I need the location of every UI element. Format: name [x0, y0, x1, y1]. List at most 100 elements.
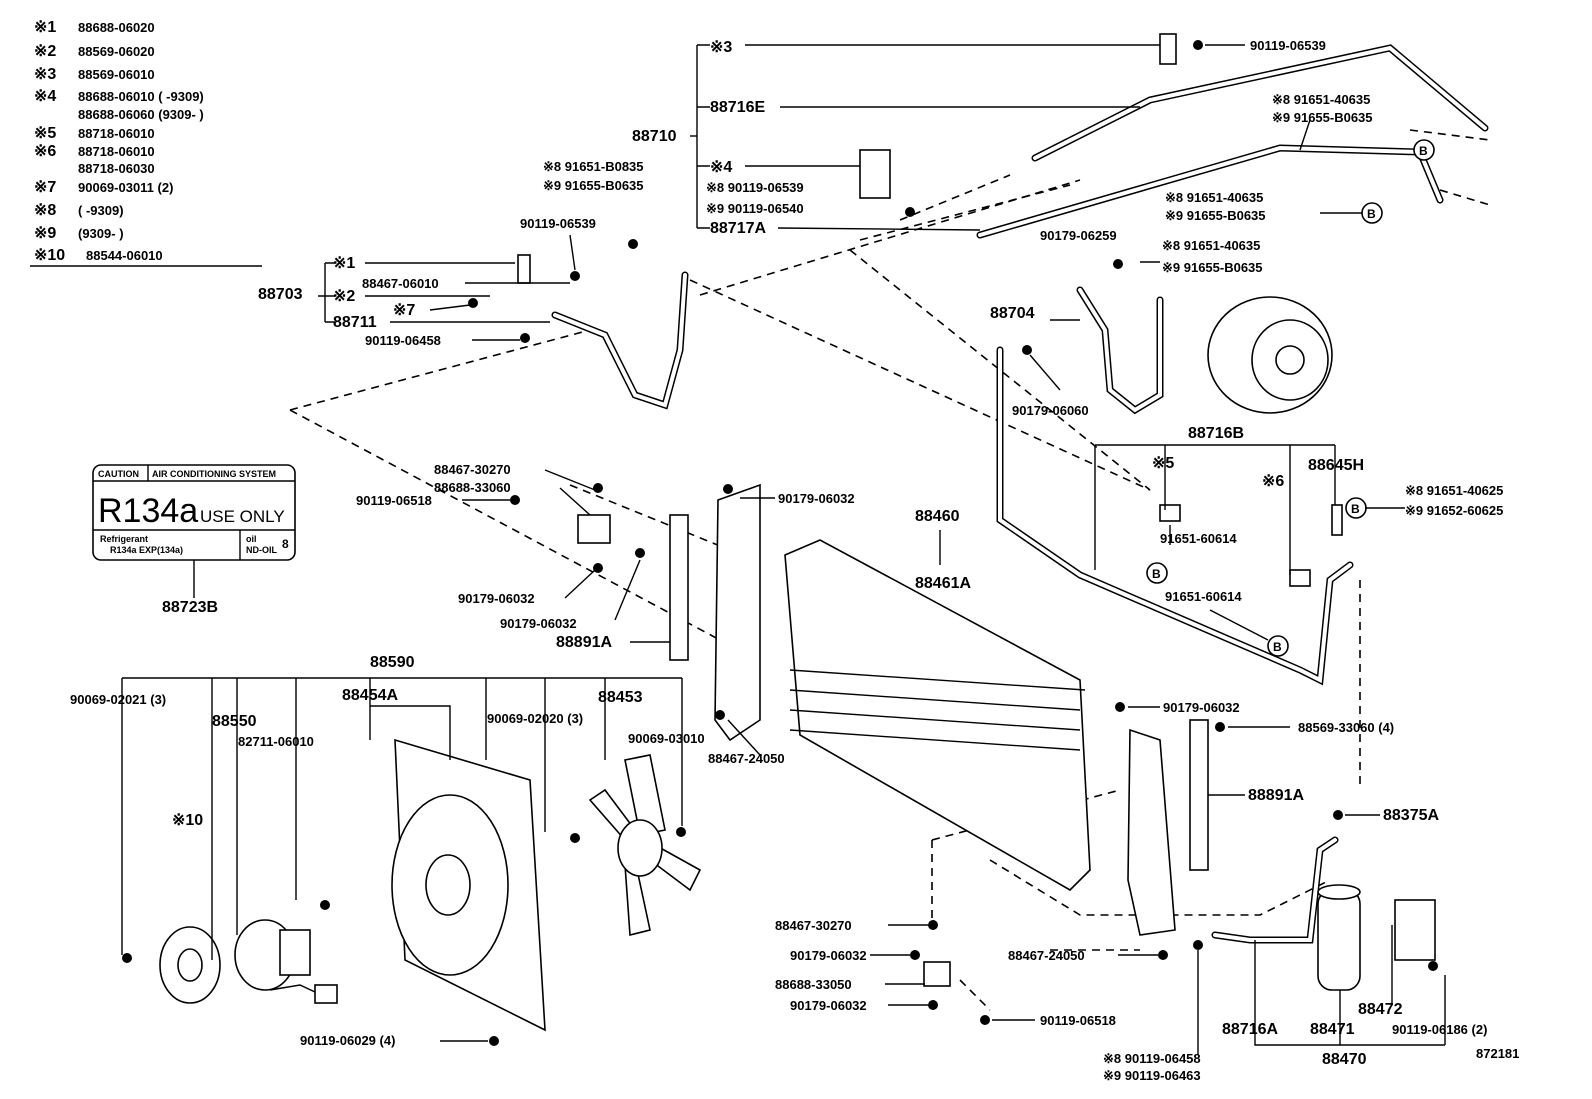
leader-88590: [121, 677, 683, 960]
legend-part-10: 88544-06010: [86, 248, 163, 263]
callout-90179-06032-a: 90179-06032: [458, 591, 535, 606]
legend-mark-10: ※10: [34, 247, 65, 264]
receiver-dryer-88471: [1317, 884, 1361, 991]
pipe-88716B-inner: [998, 348, 1352, 684]
pipe-88704-inner: [1078, 288, 1162, 413]
pipe-88716A-inner: [1213, 838, 1337, 942]
callout-88569-33060: 88569-33060 (4): [1298, 720, 1394, 735]
nut-90179-06032-f: [928, 1000, 938, 1010]
caution-oil-label: oil: [246, 534, 257, 544]
caution-use-only: USE ONLY: [200, 507, 285, 526]
dash-12: [989, 859, 1331, 916]
compressor: [1207, 296, 1333, 414]
legend-mark-6: ※6: [34, 143, 56, 160]
b-marker-4: [1267, 635, 1289, 657]
callout-88704: 88704: [990, 305, 1035, 322]
bolt-90119-06518-bot: [980, 1015, 990, 1025]
legend-part-9: (9309- ): [78, 226, 124, 241]
bolt-90119-06029: [489, 1036, 499, 1046]
callout-88467-24050-bot: 88467-24050: [1008, 948, 1085, 963]
clamp-88718-06030: [1289, 569, 1311, 587]
dash-8: [569, 484, 731, 551]
callout-90119-06029: 90119-06029 (4): [300, 1033, 395, 1048]
bracket-88688-06010: [859, 149, 891, 199]
callout-m9-91652-60625: ※9 91652-60625: [1405, 503, 1503, 518]
pipe-88716E-inner: [1033, 45, 1487, 160]
dryer-body: [1317, 889, 1361, 991]
b-marker-1-label: B: [1419, 144, 1428, 158]
nut-90179-06032-d: [1115, 702, 1125, 712]
callout-m8-91651-40635-a: ※8 91651-40635: [1272, 92, 1370, 107]
leader-m9-a: [1299, 119, 1311, 151]
nut-90179-06032-e: [910, 950, 920, 960]
dash-13: [1409, 129, 1491, 141]
caution-oil-value: ND-OIL: [246, 545, 277, 555]
b-marker-1: [1413, 139, 1435, 161]
fan-hub: [617, 819, 663, 877]
plug-88375A: [1333, 810, 1343, 820]
bolt-88569-33060: [1215, 722, 1225, 732]
callout-90119-06458-top: 90119-06458: [365, 333, 441, 348]
callout-88711: 88711: [333, 314, 377, 331]
leader-90179-06032-b: [614, 559, 641, 621]
leader-88688-33060: [559, 487, 591, 516]
callout-88891A-left: 88891A: [556, 634, 612, 651]
leader-m7: [429, 304, 471, 311]
callout-88467-06010: 88467-06010: [362, 276, 439, 291]
legend-mark-7: ※7: [34, 179, 56, 196]
callout-90179-06060: 90179-06060: [1012, 403, 1089, 418]
bolt-90119-06186: [1428, 961, 1438, 971]
bolt-90119-06539-top: [1193, 40, 1203, 50]
dash-15: [959, 979, 991, 1011]
legend: ※1 88688-06020 ※2 88569-06020 ※3 88569-0…: [30, 19, 262, 267]
callout-88467-30270-bot: 88467-30270: [775, 918, 852, 933]
callout-m9-90119-06463: ※9 90119-06463: [1103, 1068, 1201, 1083]
leader-lines: [121, 44, 1446, 1055]
callout-m10: ※10: [172, 812, 203, 829]
switch-88645H: [1331, 504, 1343, 536]
callout-m9-91655-B0635-d: ※9 91655-B0635: [543, 178, 644, 193]
callout-91651-60614-a: 91651-60614: [1160, 531, 1237, 546]
callout-88716A: 88716A: [1222, 1021, 1278, 1038]
bolt-88467-30270-bot: [928, 920, 938, 930]
b-marker-3: [1146, 562, 1168, 584]
leader-91651-60614-b: [1209, 609, 1269, 641]
callout-88471: 88471: [1310, 1021, 1355, 1038]
bolts: [122, 40, 1438, 1046]
callout-90069-02021: 90069-02021 (3): [70, 692, 166, 707]
support-88891A-left: [669, 514, 689, 661]
motor-wire: [269, 984, 316, 993]
b-marker-4-label: B: [1273, 640, 1282, 654]
mount-88467-24050-bot: [1158, 950, 1168, 960]
motor-connector: [314, 984, 338, 1004]
leader-90179-06032-a: [564, 569, 596, 599]
caution-header-right: AIR CONDITIONING SYSTEM: [152, 469, 276, 479]
leader-88454A: [370, 705, 451, 760]
callout-88453: 88453: [598, 689, 643, 706]
bolt-90069-02021: [122, 953, 132, 963]
bolt-90179-06259: [1113, 259, 1123, 269]
caution-header-left: CAUTION: [98, 469, 139, 479]
nut-90179-06032-a: [593, 563, 603, 573]
callout-90179-06032-f: 90179-06032: [790, 998, 867, 1013]
callout-88703: 88703: [258, 286, 303, 303]
caution-label: CAUTION AIR CONDITIONING SYSTEM R134a US…: [92, 464, 296, 616]
condenser-fins: [789, 669, 1086, 751]
dash-5: [899, 174, 1011, 221]
condenser-88460: [784, 539, 1091, 891]
callout-90119-06186: 90119-06186 (2): [1392, 1022, 1487, 1037]
caution-oil-grade: 8: [282, 537, 289, 551]
legend-mark-4: ※4: [34, 88, 56, 105]
dash-11: [931, 789, 1121, 841]
callout-90069-03010: 90069-03010: [628, 731, 705, 746]
callout-m9-91655-B0635-c: ※9 91655-B0635: [1162, 260, 1263, 275]
callout-m1: ※1: [333, 255, 355, 272]
callouts: 88710 ※3 88716E ※4 ※8 90119-06539 ※9 901…: [70, 38, 1519, 1083]
bolt-88467-30270-top: [593, 483, 603, 493]
bolt-m7: [468, 298, 478, 308]
motor-mount: [159, 926, 221, 1004]
pipe-88711-inner: [553, 273, 687, 408]
callout-90069-02020: 90069-02020 (3): [487, 711, 583, 726]
legend-part-8: ( -9309): [78, 203, 124, 218]
callout-m5: ※5: [1152, 455, 1174, 472]
